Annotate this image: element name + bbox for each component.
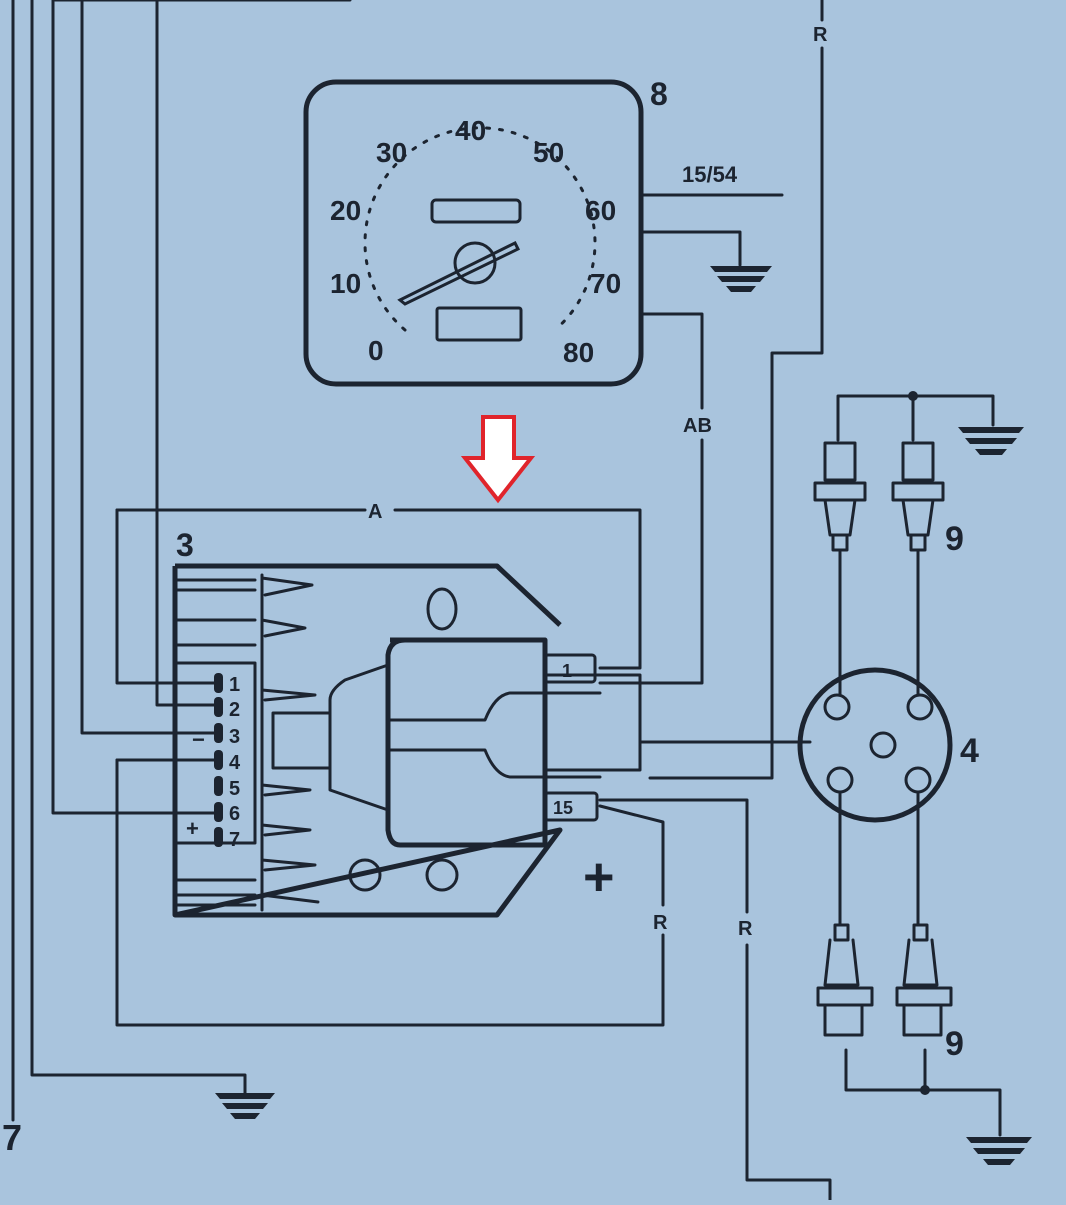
connector-body [328,663,390,812]
wire-label-r-right: R [738,918,753,940]
connector-sleeve [543,673,642,772]
ground-symbol [215,1093,275,1119]
wire-label-r-top: R [813,24,828,46]
plus-label: + [186,816,199,841]
speed-label-10: 10 [330,268,361,299]
needle-hub [453,241,497,285]
wire-ground-left [30,0,247,1097]
pin-label-6: 6 [229,803,240,825]
pin-label-3: 3 [229,726,240,748]
wire-label-r-module: R [653,912,668,934]
terminal-15-box [543,791,599,822]
ignition-module: 3 1 15 + 1 2 3 4 [172,527,812,918]
pin-label-1: 1 [229,674,240,696]
annotation-down-arrow-icon [460,415,536,504]
wire-ab [598,312,704,685]
distributor-cap [797,667,953,823]
odometer-window-top [430,198,522,224]
module-body [172,563,563,918]
speed-label-0: 0 [368,335,384,366]
mounting-hole-1 [348,858,382,892]
pin-label-7: 7 [229,829,240,851]
wire-speedo-ground [639,230,742,267]
wire-r-loop [115,758,665,1027]
speedometer-ref: 8 [650,76,668,112]
speed-label-40: 40 [455,115,486,146]
spark-plugs-top-ref: 9 [945,520,964,558]
spark-plugs-bottom-ref: 9 [945,1025,964,1063]
speed-label-80: 80 [563,337,594,368]
pin-label-5: 5 [229,778,240,800]
left-bus-wires [11,0,665,1122]
distributor-ref: 4 [960,732,979,770]
ground-symbol [710,266,772,292]
wire-15-r [598,804,665,907]
speedometer-needle [397,240,521,306]
heatsink-fins [260,576,320,904]
pin-label-4: 4 [229,752,241,774]
speed-label-70: 70 [590,268,621,299]
terminal-1-label: 1 [562,661,572,681]
module-pins [214,673,223,847]
speed-label-60: 60 [585,195,616,226]
wire-a-pin1 [115,508,217,685]
wire-a-right [393,508,642,670]
odometer-window-bottom [435,306,523,342]
speed-label-30: 30 [376,137,407,168]
plus-symbol: + [583,847,615,907]
module-ref: 3 [176,527,194,563]
distributor: 4 [797,667,979,823]
speed-label-20: 20 [330,195,361,226]
spark-plug [813,441,867,552]
spark-plugs-bottom: 9 [816,790,1032,1165]
edge-ref-7: 7 [2,1117,22,1158]
terminal-15-54-label: 15/54 [682,162,738,187]
spark-plug [816,923,874,1037]
spark-plugs-top: 9 [813,391,1024,697]
wire-label-ab: AB [683,415,712,437]
connector-plug [271,711,332,770]
wire-pin3 [80,0,217,735]
module-fins-bottom [173,878,257,907]
wire-pin2 [155,0,217,707]
spark-plug [895,923,953,1037]
spark-plug [891,441,945,552]
connector-housing [385,637,548,848]
connector-boot [388,691,602,779]
wire-label-a: A [368,501,382,523]
speed-label-50: 50 [533,137,564,168]
minus-label: − [192,727,205,752]
terminal-15-label: 15 [553,798,573,818]
wire-pin6 [51,0,217,815]
module-fins-top [173,578,257,647]
terminal-1-box [543,653,597,684]
pin-label-2: 2 [229,699,240,721]
mounting-hole-2 [425,858,459,892]
ground-symbol [966,1137,1032,1165]
mounting-slot [426,587,458,631]
ground-symbol [958,427,1024,455]
wire-r-top [648,0,824,780]
speedometer: 0 10 20 30 40 50 60 70 80 8 [303,76,668,387]
wire-15-r-right [598,798,832,1202]
